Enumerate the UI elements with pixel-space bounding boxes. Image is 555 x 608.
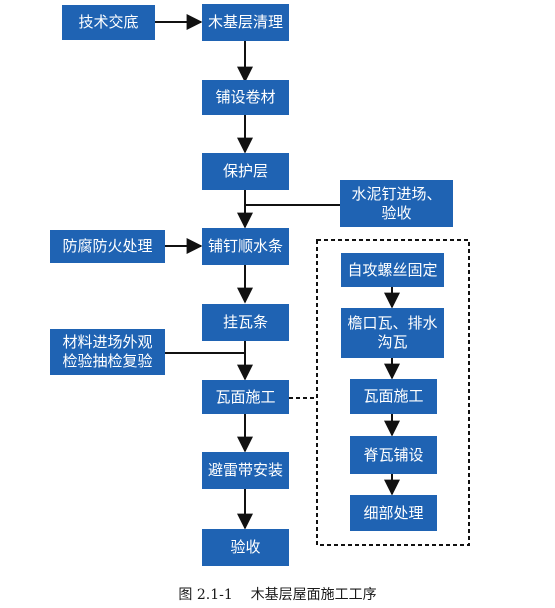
node-tech-briefing: 技术交底 [62,5,155,40]
node-tile-construction: 瓦面施工 [202,380,289,414]
node-cement-nails: 水泥钉进场、 验收 [340,180,453,227]
node-lightning-belt: 避雷带安装 [202,452,289,489]
node-protective-layer: 保护层 [202,153,289,190]
node-nail-strips: 铺钉顺水条 [202,228,289,265]
node-anticorrosion: 防腐防火处理 [50,230,165,263]
node-material-inspection: 材料进场外观 检验抽检复验 [50,329,165,375]
detail-tile-surface: 瓦面施工 [350,379,437,414]
detail-ridge-tiles: 脊瓦铺设 [350,436,437,474]
node-acceptance: 验收 [202,529,289,566]
node-lay-membrane: 铺设卷材 [202,80,289,115]
node-base-cleanup: 木基层清理 [202,4,289,41]
node-hang-battens: 挂瓦条 [202,304,289,341]
detail-self-tapping-screws: 自攻螺丝固定 [341,253,444,287]
detail-treatment: 细部处理 [350,495,437,531]
detail-group-frame [316,239,470,546]
figure-caption: 图 2.1-1 木基层屋面施工工序 [178,587,377,603]
detail-eaves-drain-tiles: 檐口瓦、排水 沟瓦 [341,308,444,358]
